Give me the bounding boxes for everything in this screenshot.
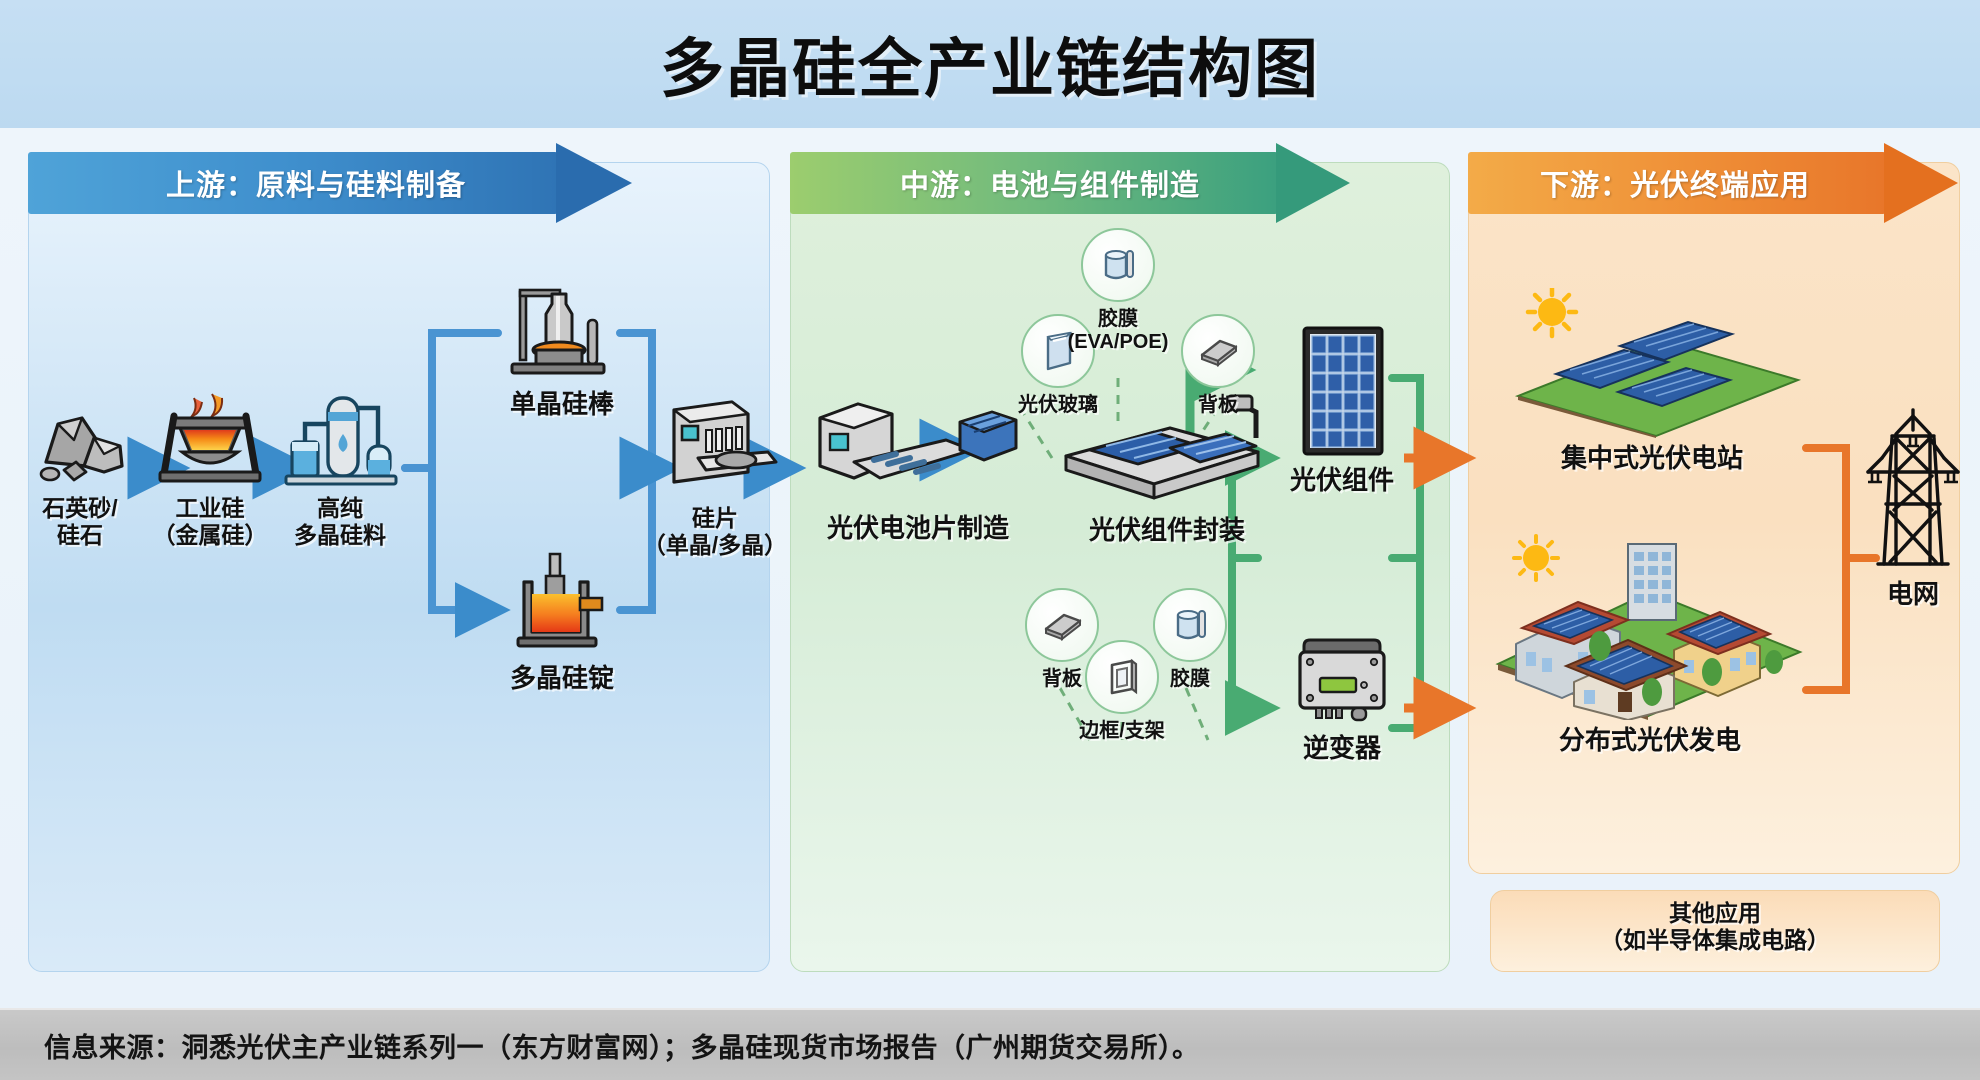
footer-bar: 信息来源：洞悉光伏主产业链系列一（东方财富网）；多晶硅现货市场报告（广州期货交易… xyxy=(0,1008,1980,1080)
node-inverter[interactable]: 逆变器 xyxy=(1282,628,1402,763)
node-grid-label: 电网 xyxy=(1886,579,1939,609)
chip-frame[interactable]: 边框/支架 xyxy=(1066,640,1178,743)
chip-film-bottom[interactable]: 胶膜 xyxy=(1134,588,1246,691)
rooftop-solar-icon xyxy=(1478,524,1822,725)
node-inverter-label: 逆变器 xyxy=(1302,733,1381,763)
chip-encap-film[interactable]: 胶膜 (EVA/POE) xyxy=(1062,228,1174,354)
film-roll-icon xyxy=(1081,228,1155,302)
node-wafer[interactable]: 硅片 （单晶/多晶） xyxy=(640,396,790,558)
node-mono-ingot[interactable]: 单晶硅棒 xyxy=(500,276,624,419)
backsheet-icon xyxy=(1181,314,1255,388)
node-polysilicon-label: 高纯 多晶硅料 xyxy=(294,495,386,548)
frame-icon xyxy=(1085,640,1159,714)
node-grid[interactable]: 电网 xyxy=(1848,404,1978,609)
inverter-icon xyxy=(1282,628,1402,733)
node-poly-ingot-label: 多晶硅锭 xyxy=(509,663,614,693)
node-pv-module[interactable]: 光伏组件 xyxy=(1276,324,1408,495)
node-quartz[interactable]: 石英砂/ 硅石 xyxy=(24,400,136,548)
chip-backsheet-top-label: 背板 xyxy=(1198,394,1238,416)
chip-backsheet-bottom-label: 背板 xyxy=(1042,668,1082,690)
source-note: 信息来源：洞悉光伏主产业链系列一（东方财富网）；多晶硅现货市场报告（广州期货交易… xyxy=(44,1032,1200,1063)
chip-film-bottom-label: 胶膜 xyxy=(1170,668,1210,690)
chip-pv-glass-label: 光伏玻璃 xyxy=(1018,394,1098,416)
banner-downstream-arrowhead xyxy=(1884,143,1958,223)
node-poly-ingot[interactable]: 多晶硅锭 xyxy=(500,548,624,693)
node-mono-ingot-label: 单晶硅棒 xyxy=(509,389,614,419)
node-wafer-label: 硅片 （单晶/多晶） xyxy=(642,505,788,558)
node-module-enc-label: 光伏组件封装 xyxy=(1088,515,1245,545)
banner-downstream-body xyxy=(1468,152,1886,214)
solar-panel-icon xyxy=(1276,324,1408,465)
title-band: 多晶硅全产业链结构图 xyxy=(0,0,1980,128)
glass-sheet-icon xyxy=(1021,314,1095,388)
node-pv-module-label: 光伏组件 xyxy=(1289,465,1394,495)
banner-downstream-label: 下游：光伏终端应用 xyxy=(1540,170,1811,202)
wafer-saw-icon xyxy=(640,396,790,505)
node-utility-pv[interactable]: 集中式光伏电站 xyxy=(1484,285,1820,473)
purification-tower-icon xyxy=(276,390,404,495)
node-mg-silicon-label: 工业硅 （金属硅） xyxy=(152,495,268,548)
module-assembly-icon xyxy=(1050,394,1284,515)
banner-midstream-arrowhead xyxy=(1276,143,1350,223)
banner-upstream-label: 上游：原料与硅料制备 xyxy=(166,170,467,202)
chip-backsheet-top[interactable]: 背板 xyxy=(1162,314,1274,417)
node-distributed-pv-label: 分布式光伏发电 xyxy=(1558,725,1741,755)
banner-upstream: 上游：原料与硅料制备 xyxy=(28,143,632,223)
node-polysilicon[interactable]: 高纯 多晶硅料 xyxy=(276,390,404,548)
banner-midstream: 中游：电池与组件制造 xyxy=(790,143,1350,223)
chip-pv-glass[interactable]: 光伏玻璃 xyxy=(1002,314,1114,417)
node-distributed-pv[interactable]: 分布式光伏发电 xyxy=(1478,524,1822,755)
node-quartz-label: 石英砂/ 硅石 xyxy=(42,495,118,548)
cell-production-line-icon xyxy=(796,390,1040,513)
banner-midstream-body xyxy=(790,152,1278,214)
other-applications-label: 其他应用 （如半导体集成电路） xyxy=(1600,900,1830,953)
chip-backsheet-bottom[interactable]: 背板 xyxy=(1006,588,1118,691)
other-applications-box xyxy=(1490,890,1940,972)
solar-farm-icon xyxy=(1484,285,1820,443)
backsheet-icon xyxy=(1025,588,1099,662)
film-roll-icon xyxy=(1153,588,1227,662)
furnace-icon xyxy=(150,390,270,495)
czochralski-puller-icon xyxy=(500,276,624,389)
page-title: 多晶硅全产业链结构图 xyxy=(660,33,1320,105)
rocks-icon xyxy=(24,400,136,495)
casting-furnace-icon xyxy=(500,548,624,663)
diagram-canvas: 上游：原料与硅料制备 中游：电池与组件制造 下游：光伏终端应用 石英砂/ 硅石 xyxy=(0,128,1980,1008)
upstream-panel xyxy=(28,162,770,972)
node-cell-mfg[interactable]: 光伏电池片制造 xyxy=(796,390,1040,543)
node-mg-silicon[interactable]: 工业硅 （金属硅） xyxy=(150,390,270,548)
banner-upstream-body xyxy=(28,152,558,214)
banner-downstream: 下游：光伏终端应用 xyxy=(1468,143,1960,223)
chip-encap-film-label: 胶膜 (EVA/POE) xyxy=(1067,308,1169,353)
banner-upstream-arrowhead xyxy=(556,143,632,223)
node-utility-pv-label: 集中式光伏电站 xyxy=(1560,443,1743,473)
node-module-enc[interactable]: 光伏组件封装 xyxy=(1050,394,1284,545)
transmission-tower-icon xyxy=(1848,404,1978,579)
chip-frame-label: 边框/支架 xyxy=(1079,720,1165,742)
other-applications: 其他应用 （如半导体集成电路） xyxy=(1490,900,1940,953)
banner-midstream-label: 中游：电池与组件制造 xyxy=(900,170,1201,202)
node-cell-mfg-label: 光伏电池片制造 xyxy=(826,513,1009,543)
